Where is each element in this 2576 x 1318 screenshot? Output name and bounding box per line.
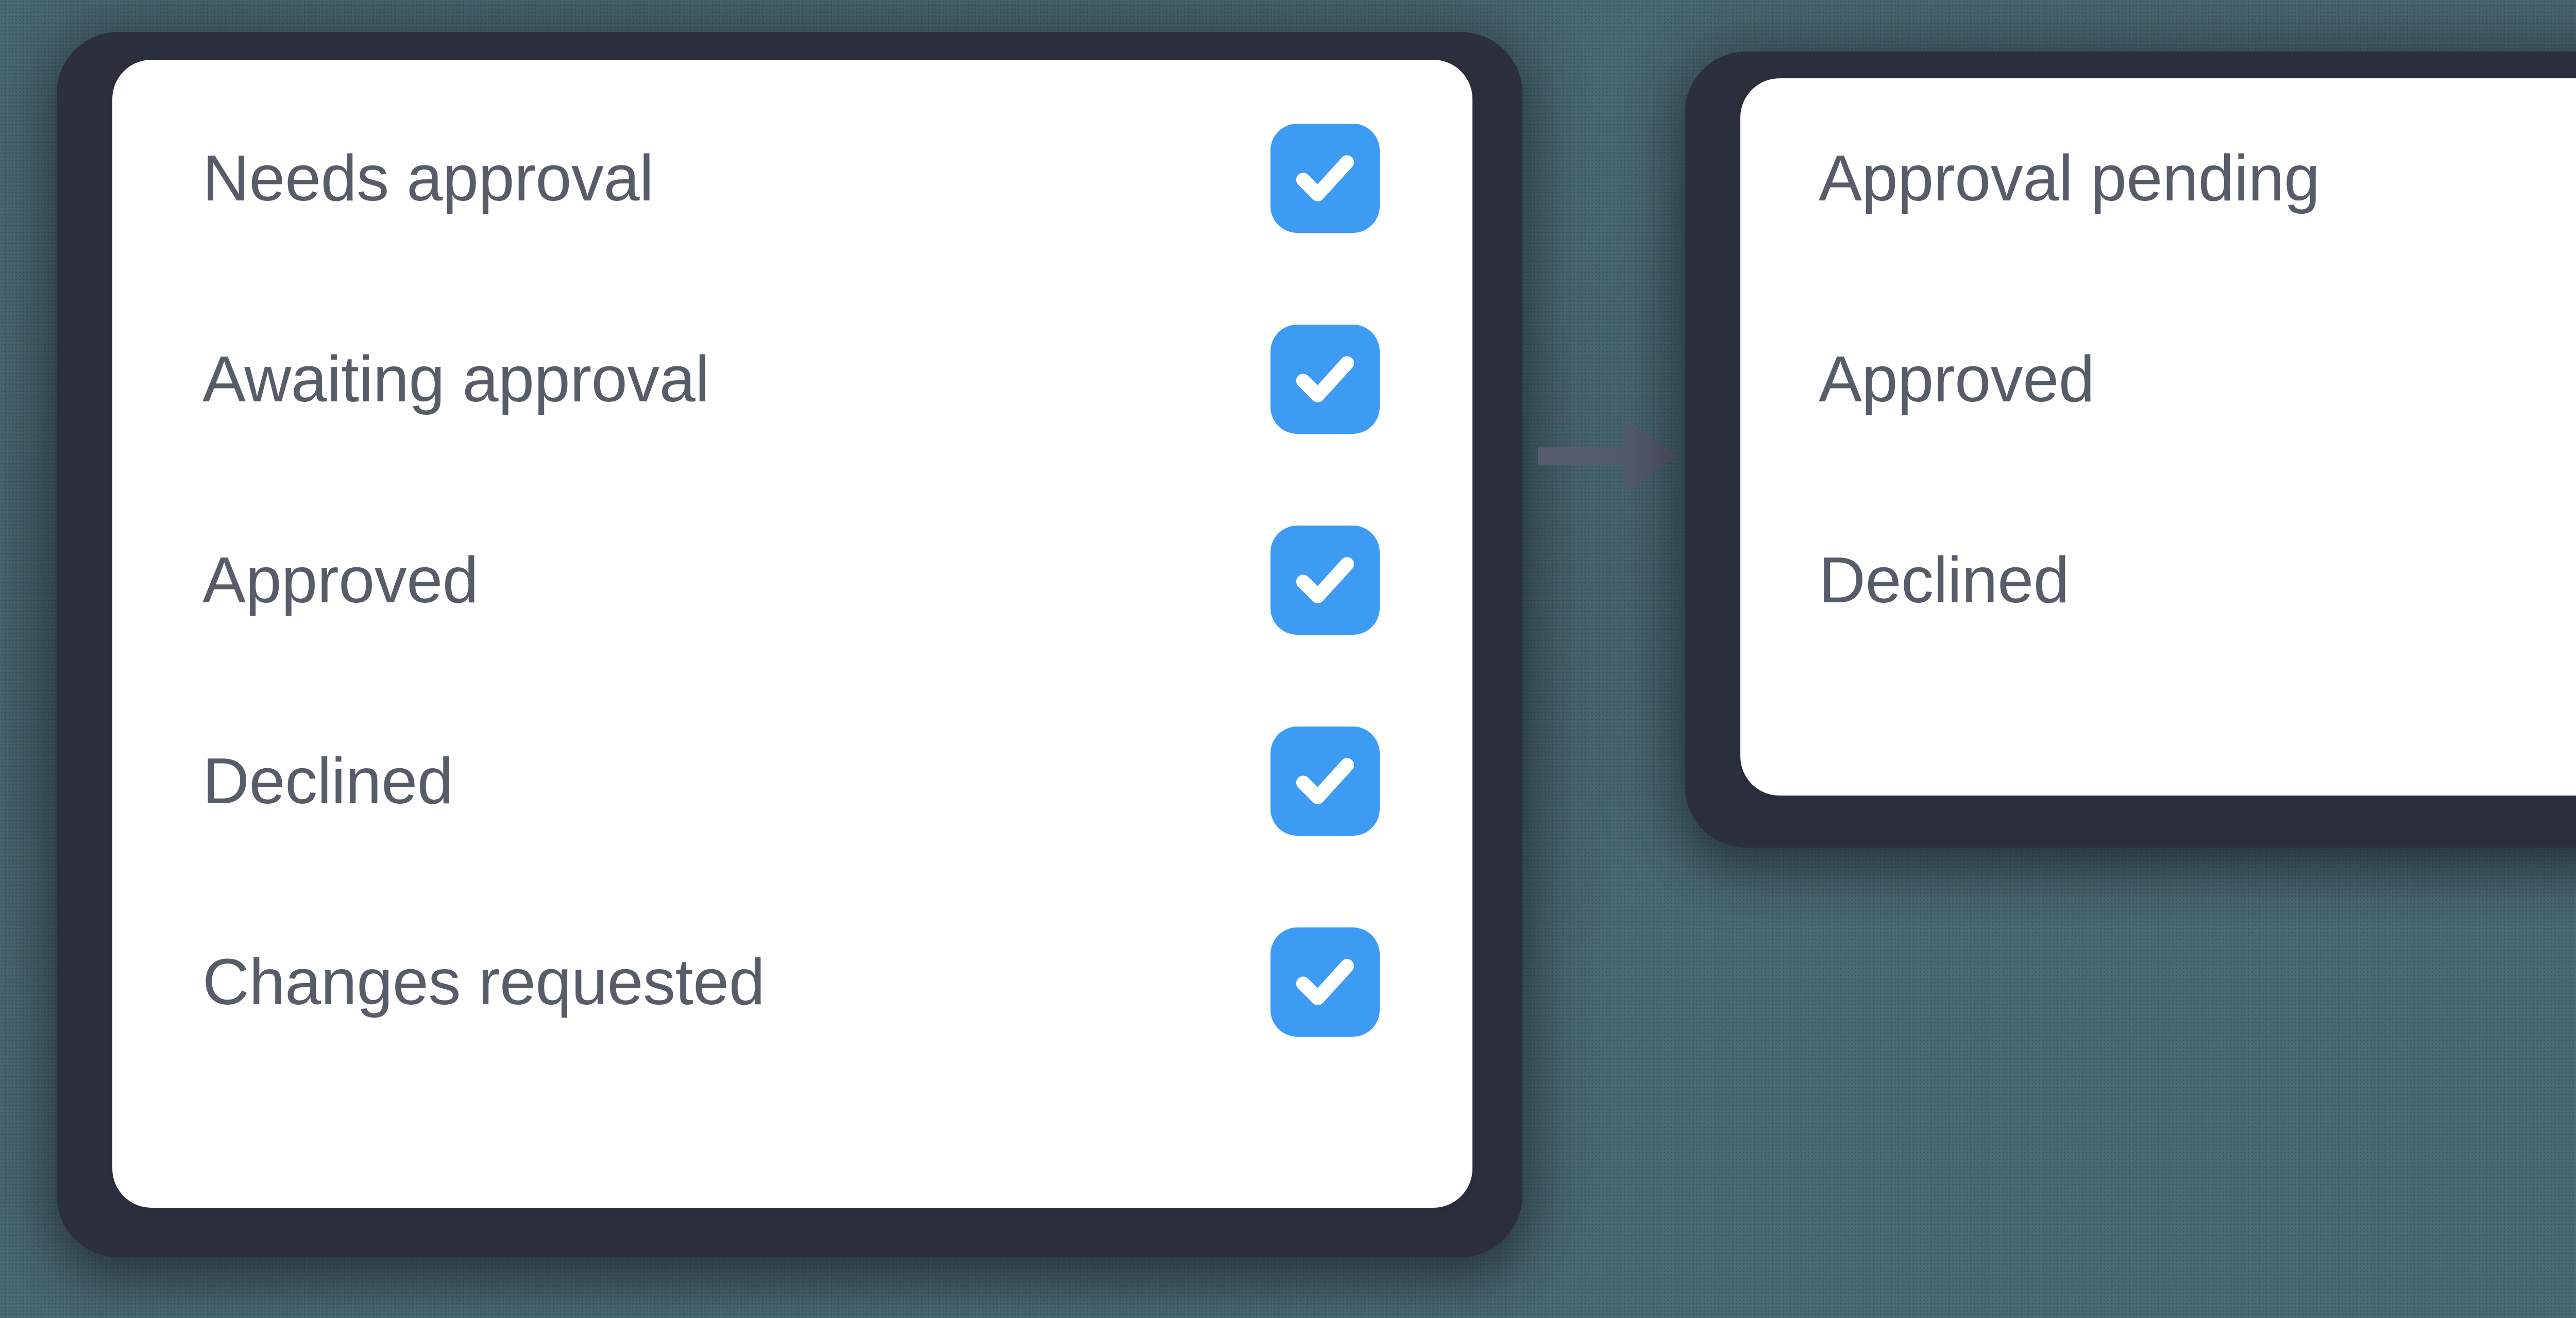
checkbox-checked[interactable]	[1270, 325, 1380, 434]
after-option-list: Approval pending Approved Declined	[1740, 78, 2576, 796]
option-label: Changes requested	[202, 945, 765, 1018]
option-label: Approved	[202, 544, 479, 616]
before-options-card: Needs approval Awaiting approval Approve…	[112, 60, 1472, 1208]
option-label: Declined	[202, 745, 453, 817]
option-row-approved[interactable]: Approved	[112, 518, 1472, 642]
option-label: Awaiting approval	[202, 343, 709, 415]
check-icon	[1296, 959, 1354, 1005]
before-option-list: Needs approval Awaiting approval Approve…	[112, 60, 1472, 1208]
checkbox-checked[interactable]	[1270, 526, 1380, 635]
check-icon	[1296, 557, 1354, 603]
option-label: Declined	[1819, 544, 2070, 616]
option-label: Needs approval	[202, 142, 654, 214]
after-options-card: Approval pending Approved Declined	[1740, 78, 2576, 796]
check-icon	[1296, 758, 1354, 804]
option-row-needs-approval[interactable]: Needs approval	[112, 116, 1472, 240]
checkbox-checked[interactable]	[1270, 124, 1380, 233]
check-icon	[1296, 356, 1354, 402]
option-row-declined[interactable]: Declined	[1740, 518, 2576, 642]
option-row-changes-requested[interactable]: Changes requested	[112, 920, 1472, 1044]
option-row-approved[interactable]: Approved	[1740, 317, 2576, 441]
option-label: Approved	[1819, 343, 2095, 415]
option-row-awaiting-approval[interactable]: Awaiting approval	[112, 317, 1472, 441]
arrow-right-icon	[1538, 412, 1682, 500]
check-icon	[1296, 155, 1354, 201]
checkbox-checked[interactable]	[1270, 927, 1380, 1037]
option-row-approval-pending[interactable]: Approval pending	[1740, 116, 2576, 240]
checkbox-checked[interactable]	[1270, 726, 1380, 836]
option-label: Approval pending	[1819, 142, 2320, 214]
option-row-declined[interactable]: Declined	[112, 719, 1472, 843]
